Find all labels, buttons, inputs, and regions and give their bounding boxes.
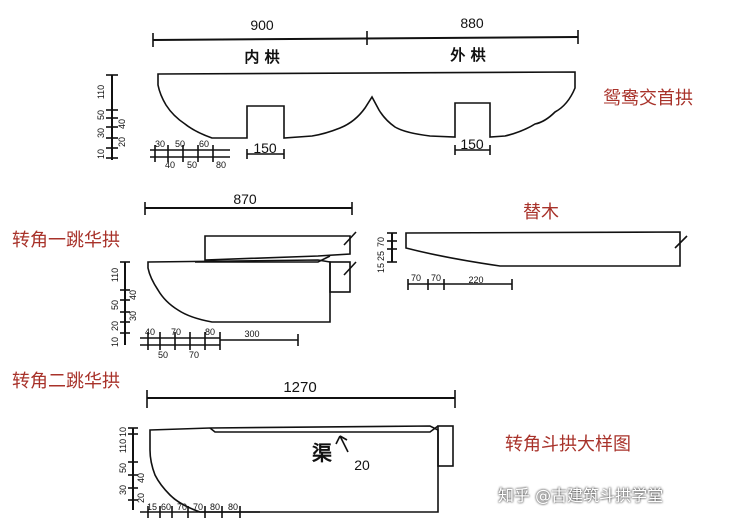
groove-arrow [339, 435, 349, 453]
svg-text:25: 25 [376, 251, 386, 261]
zhuanjiao-er-end-block [437, 425, 454, 467]
svg-text:10: 10 [118, 427, 128, 437]
svg-text:80: 80 [205, 327, 215, 337]
yuanyang-mortise-150-left: 150 [253, 140, 277, 156]
handwritten-neigong: 内 栱 [244, 48, 279, 66]
svg-text:80: 80 [210, 502, 220, 512]
zhuanjiao-yi-outline [147, 259, 331, 323]
svg-text:300: 300 [244, 329, 259, 339]
svg-text:70: 70 [193, 502, 203, 512]
svg-text:80: 80 [216, 160, 226, 170]
svg-text:70: 70 [177, 502, 187, 512]
label-zhuanjiao-dougong-dayangtu: 转角斗拱大样图 [505, 434, 631, 455]
label-timu: 替木 [523, 202, 559, 223]
svg-text:30: 30 [155, 139, 165, 149]
yuanyang-dim-880: 880 [460, 15, 484, 31]
svg-text:40: 40 [128, 290, 138, 300]
timu-outline [405, 231, 681, 267]
timu-drawing [387, 231, 688, 290]
svg-text:220: 220 [468, 275, 483, 285]
svg-text:20: 20 [110, 321, 120, 331]
label-zhuanjiao-yitiao-huagong: 转角一跳华拱 [12, 230, 120, 251]
svg-text:50: 50 [96, 110, 106, 120]
svg-text:30: 30 [128, 311, 138, 321]
svg-text:60: 60 [161, 502, 171, 512]
yuanyang-vertical-labels: 110 50 30 40 20 10 [96, 85, 127, 159]
handwritten-waigong: 外 栱 [449, 46, 485, 64]
zhuanjiao-yi-bottom-labels: 40 70 80 300 50 70 [145, 327, 260, 360]
svg-text:60: 60 [199, 139, 209, 149]
zhuanjiao-yi-dim-870: 870 [233, 191, 257, 207]
yuanyang-mortise-150-right: 150 [460, 136, 484, 152]
handwritten-qu: 渠 [312, 441, 333, 465]
timu-dim-labels: 15 25 70 70 70 220 [376, 237, 484, 285]
svg-text:110: 110 [110, 268, 120, 282]
yuanyang-gong-drawing [106, 30, 579, 162]
svg-text:20: 20 [117, 137, 127, 147]
zhuanjiao-yi-end-block [329, 261, 351, 293]
svg-text:40: 40 [145, 327, 155, 337]
yuanyang-gong-outline [157, 71, 576, 139]
svg-text:70: 70 [411, 273, 421, 283]
yuanyang-top-dim-line [152, 36, 579, 41]
svg-text:20: 20 [136, 493, 146, 503]
svg-text:70: 70 [171, 327, 181, 337]
svg-text:40: 40 [165, 160, 175, 170]
watermark: 知乎 @古建筑斗拱学堂 [498, 486, 664, 505]
zhuanjiao-er-bottom-labels: 15 60 70 70 80 80 [147, 502, 238, 512]
yuanyang-bottom-labels: 30 50 60 40 50 80 [155, 139, 226, 170]
svg-text:10: 10 [96, 149, 106, 159]
svg-text:30: 30 [96, 128, 106, 138]
zhuanjiao-er-drawing [128, 390, 456, 518]
zhuanjiao-yi-upper-piece [204, 235, 351, 261]
groove-dim-20: 20 [354, 457, 370, 473]
svg-text:15: 15 [376, 263, 386, 273]
zhuanjiao-er-dim-1270: 1270 [283, 379, 316, 396]
label-zhuanjiao-ertiao-huagong: 转角二跳华拱 [12, 371, 120, 392]
label-yuanyang-jiaoshou-gong: 鸳鸯交首拱 [603, 88, 693, 109]
svg-text:50: 50 [118, 463, 128, 473]
svg-text:50: 50 [175, 139, 185, 149]
svg-text:50: 50 [187, 160, 197, 170]
zhuanjiao-er-vertical-labels: 10 110 50 40 30 20 [118, 427, 146, 503]
zhuanjiao-yi-vertical-labels: 110 40 50 30 20 10 [110, 268, 138, 347]
zhuanjiao-er-outline [149, 425, 439, 513]
svg-text:110: 110 [96, 85, 106, 99]
svg-text:40: 40 [136, 473, 146, 483]
svg-text:80: 80 [228, 502, 238, 512]
svg-text:70: 70 [376, 237, 386, 247]
svg-text:40: 40 [117, 119, 127, 129]
svg-text:70: 70 [189, 350, 199, 360]
svg-text:110: 110 [118, 439, 128, 453]
zhuanjiao-yi-drawing [120, 202, 357, 350]
svg-text:15: 15 [147, 502, 157, 512]
svg-text:70: 70 [431, 273, 441, 283]
svg-text:30: 30 [118, 485, 128, 495]
svg-text:50: 50 [110, 300, 120, 310]
svg-text:10: 10 [110, 337, 120, 347]
svg-text:50: 50 [158, 350, 168, 360]
yuanyang-dim-900: 900 [250, 17, 274, 33]
